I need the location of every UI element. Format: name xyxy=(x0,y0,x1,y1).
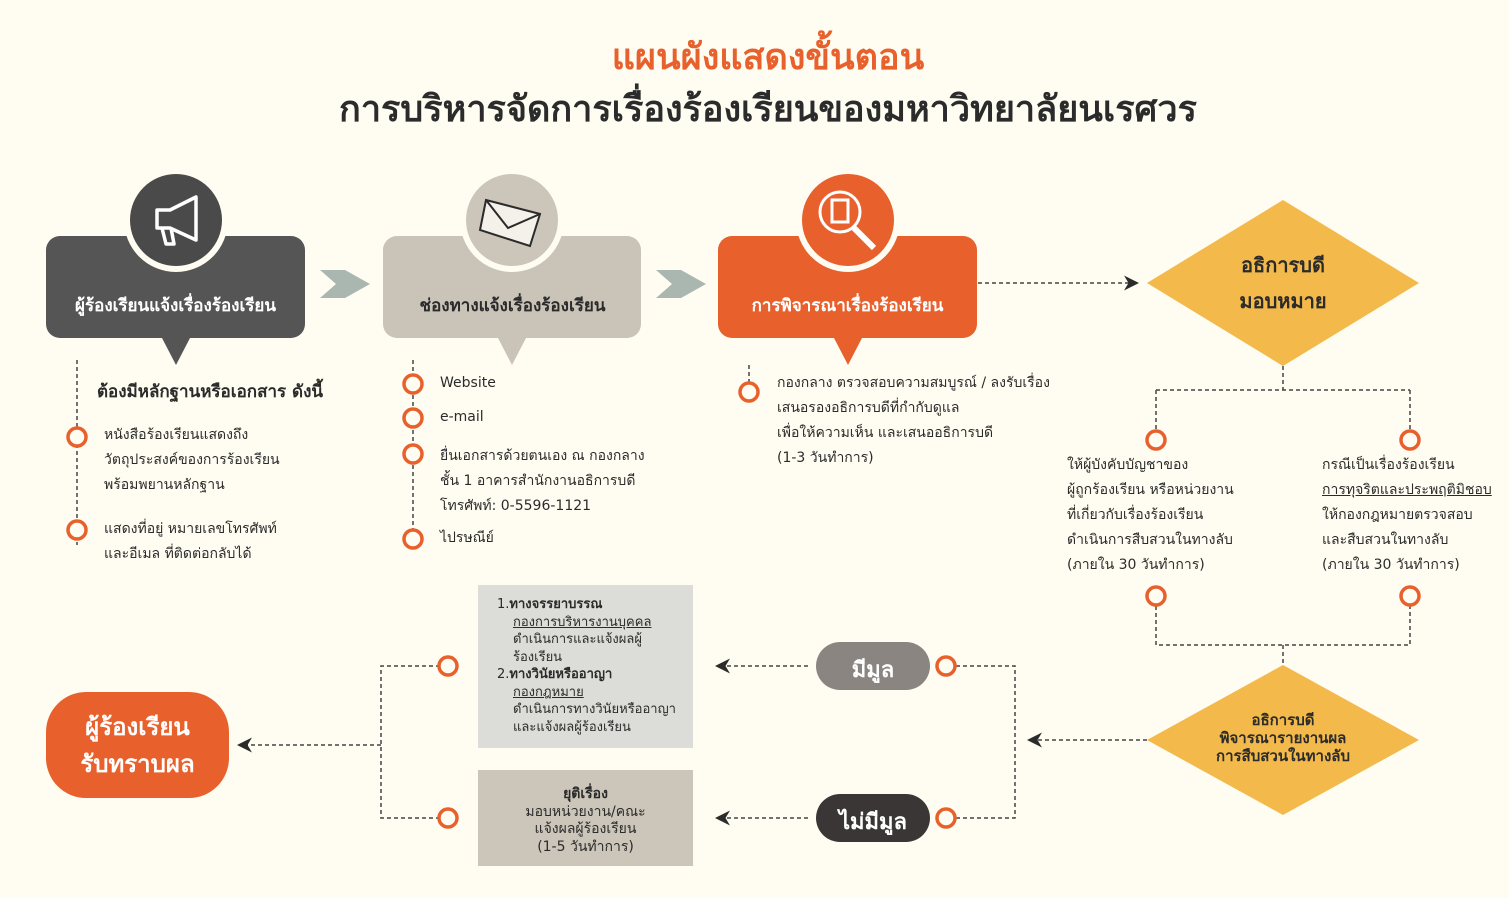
channel-website: Website xyxy=(440,375,496,391)
assign-diamond-text: อธิการบดีมอบหมาย xyxy=(1239,253,1327,313)
chevron-arrow-2 xyxy=(656,270,706,298)
assign-diamond xyxy=(1147,200,1419,366)
valid-actions-box: 1.ทางจรรยาบรรณ กองการบริหารงานบุคคล ดำเน… xyxy=(497,597,676,735)
envelope-icon xyxy=(478,198,542,248)
evidence-item-1: หนังสือร้องเรียนแสดงถึงวัตถุประสงค์ของกา… xyxy=(104,427,280,493)
step-consideration-label: การพิจารณาเรื่องร้องเรียน xyxy=(751,296,944,316)
chevron-arrow-1 xyxy=(320,270,370,298)
magnifier-document-icon xyxy=(818,190,877,251)
invalid-badge: ไม่มีมูล xyxy=(838,810,908,835)
invalid-action-box: ยุติเรื่อง มอบหน่วยงาน/คณะแจ้งผลผู้ร้องเ… xyxy=(525,786,646,855)
review-diamond xyxy=(1147,665,1419,815)
review-diamond-text: อธิการบดีพิจารณารายงานผลการสืบสวนในทางลั… xyxy=(1216,711,1350,765)
step-complainant-label: ผู้ร้องเรียนแจ้งเรื่องร้องเรียน xyxy=(75,296,276,316)
final-result-pill: ผู้ร้องเรียนรับทราบผล xyxy=(80,713,195,778)
evidence-heading: ต้องมีหลักฐานหรือเอกสาร ดังนี้ xyxy=(97,382,324,402)
branch-left-text: ให้ผู้บังคับบัญชาของผู้ถูกร้องเรียน หรือ… xyxy=(1067,457,1234,573)
channel-post: ไปรษณีย์ xyxy=(440,530,494,546)
megaphone-icon xyxy=(155,195,198,246)
channel-in-person: ยื่นเอกสารด้วยตนเอง ณ กองกลางชั้น 1 อาคา… xyxy=(440,448,645,514)
title-line2: การบริหารจัดการเรื่องร้องเรียนของมหาวิทย… xyxy=(339,89,1197,130)
branch-right-text: กรณีเป็นเรื่องร้องเรียนการทุจริตและประพฤ… xyxy=(1322,457,1492,573)
step-channels-label: ช่องทางแจ้งเรื่องร้องเรียน xyxy=(419,296,606,316)
timeline-nodes xyxy=(66,373,1421,829)
consideration-text: กองกลาง ตรวจสอบความสมบูรณ์ / ลงรับเรื่อง… xyxy=(777,375,1050,466)
title-line1: แผนผังแสดงขั้นตอน xyxy=(611,37,925,78)
channel-email: e-mail xyxy=(440,409,484,425)
valid-badge: มีมูล xyxy=(851,658,895,683)
evidence-item-2: แสดงที่อยู่ หมายเลขโทรศัพท์และอีเมล ที่ต… xyxy=(104,521,277,562)
